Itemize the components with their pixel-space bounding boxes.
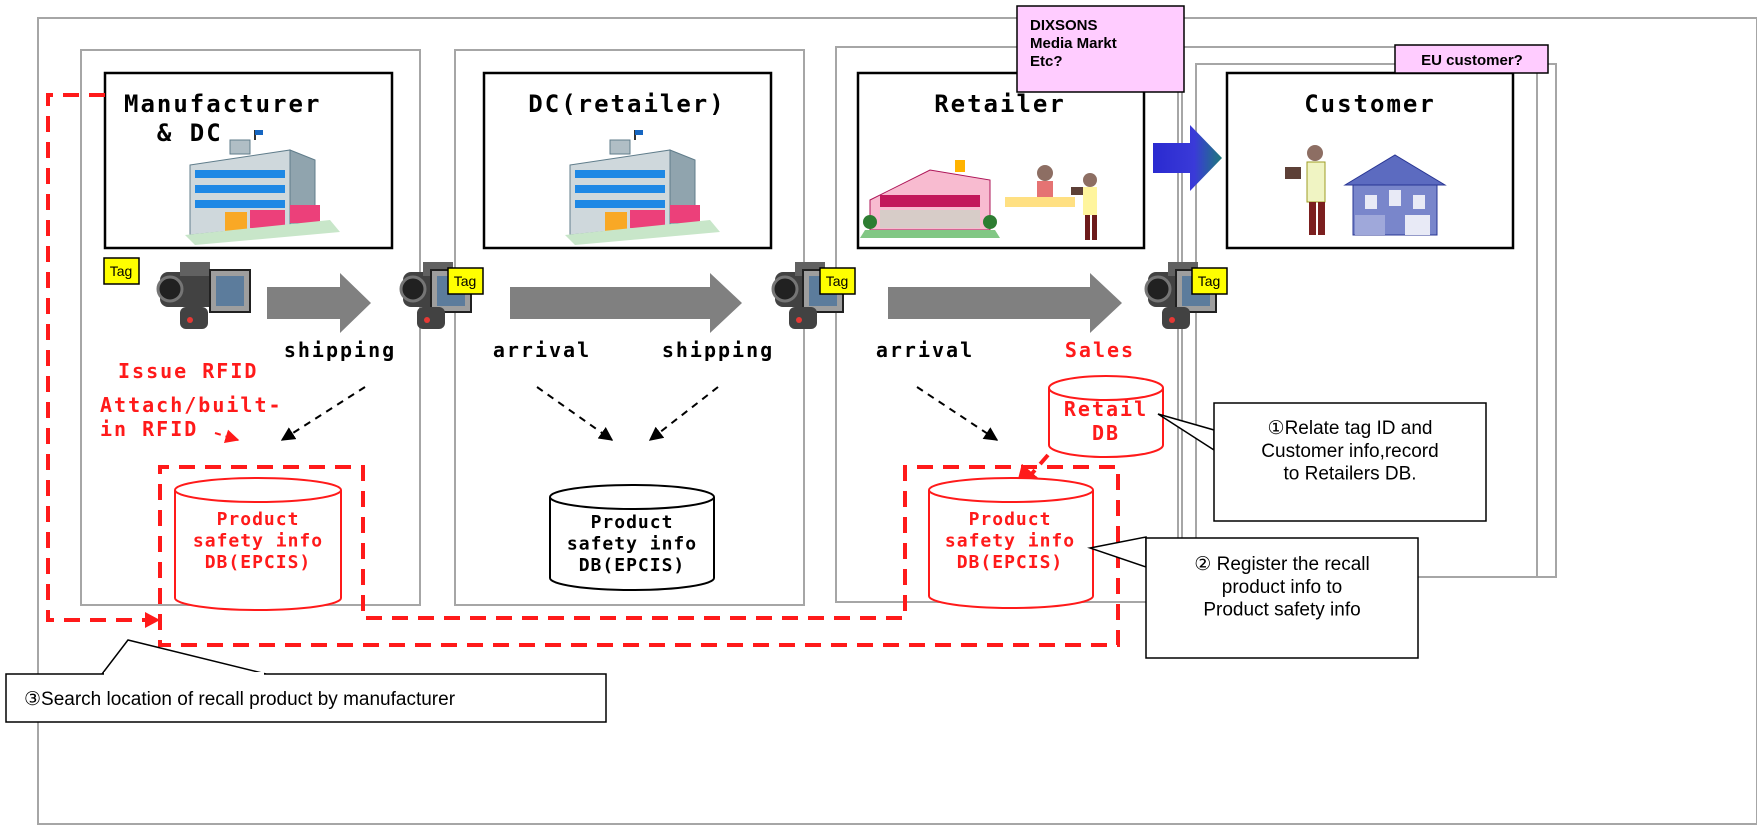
- tag-label-4: Tag: [1198, 273, 1221, 289]
- dc-db-cylinder: [549, 484, 715, 591]
- dixsons-note: [1016, 5, 1185, 93]
- blue-flow-arrow: [1153, 125, 1222, 191]
- gray-arrow-1: [267, 273, 371, 333]
- factory-icon: [185, 130, 340, 245]
- dc-title: DC(retailer): [528, 90, 725, 118]
- red-dashed-mfg-db-area: [158, 465, 1120, 647]
- retailer-product-db-cylinder: [928, 477, 1094, 609]
- red-dashed-loop-outer: [46, 93, 155, 622]
- customer-title: Customer: [1304, 90, 1436, 118]
- gray-arrow-3: [888, 273, 1122, 333]
- tag-badge-3: Tag: [819, 267, 856, 295]
- attach-rfid-label: Attach/built-in RFID: [100, 393, 283, 441]
- tag-label-2: Tag: [454, 273, 477, 289]
- arrival-label-1: arrival: [493, 338, 591, 362]
- reader-camera-icon-1: [156, 262, 251, 329]
- retailer-title: Retailer: [934, 90, 1066, 118]
- dc-building-icon: [565, 130, 720, 245]
- house-icon: [1343, 154, 1447, 236]
- tag-label-1: Tag: [110, 263, 133, 279]
- customer-person-icon: [1285, 145, 1326, 235]
- retail-db-cylinder: [1048, 375, 1164, 458]
- tag-badge-4: Tag: [1191, 267, 1228, 295]
- shipping-label-1: shipping: [284, 338, 396, 362]
- issue-rfid-label: Issue RFID: [118, 359, 258, 383]
- eu-customer-note: [1394, 44, 1549, 74]
- eu-customer-note-text: EU customer?: [1421, 52, 1523, 69]
- dashed-arrow-ship-to-db: [280, 386, 366, 441]
- mfg-db-cylinder: [174, 477, 342, 611]
- callout-3: ③Search location of recall product by ma…: [5, 639, 607, 723]
- dashed-arrow-arrival-to-dcdb: [536, 386, 614, 441]
- arrival-label-2: arrival: [876, 338, 974, 362]
- dashed-arrow-arrival-to-retdb: [916, 386, 999, 441]
- manufacturer-title: Manufacturer & DC: [124, 90, 321, 147]
- tag-badge-1: Tag: [103, 257, 140, 285]
- tag-badge-2: Tag: [447, 267, 484, 295]
- retail-store-icon: [860, 160, 1000, 238]
- tag-label-3: Tag: [826, 273, 849, 289]
- cashier-icon: [1005, 165, 1097, 240]
- dashed-arrow-shipping-to-dcdb: [648, 386, 719, 441]
- callout-3-text: ③Search location of recall product by ma…: [24, 689, 456, 710]
- red-arrowhead-loop: [145, 612, 160, 628]
- sales-label: Sales: [1065, 338, 1135, 362]
- red-dashed-arrow-attach: [214, 429, 240, 444]
- shipping-label-2: shipping: [662, 338, 774, 362]
- gray-arrow-2: [510, 273, 742, 333]
- outer-frame: [37, 17, 1757, 825]
